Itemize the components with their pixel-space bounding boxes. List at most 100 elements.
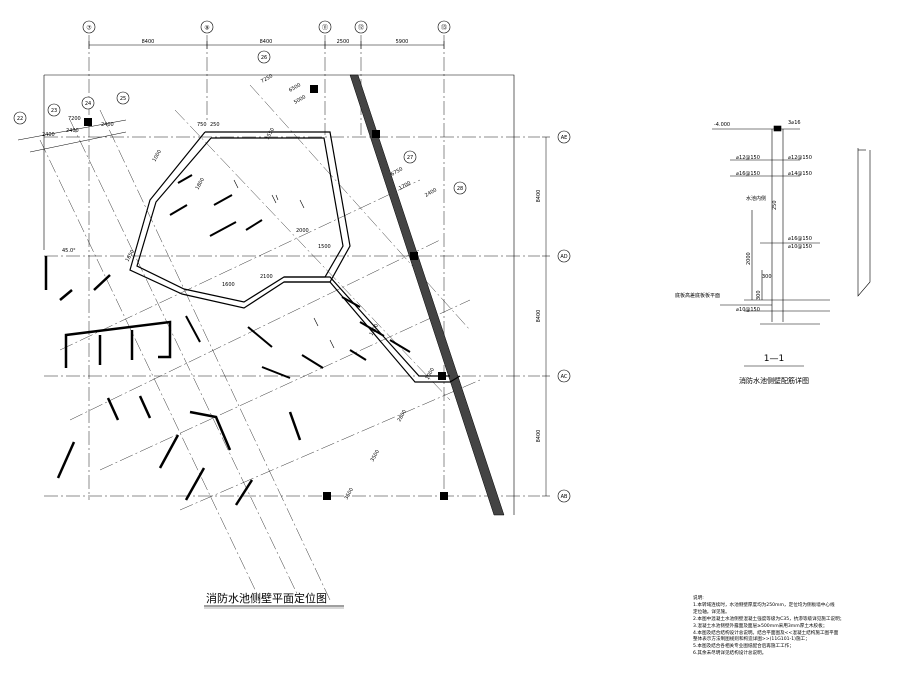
rebar-label-2: ⌀12@150: [788, 155, 812, 161]
angle-label: 45.0°: [62, 248, 76, 254]
top-dim-2: 8400: [260, 39, 273, 45]
plan-frame: [44, 74, 515, 515]
rebar-label-5: ⌀16@150: [788, 236, 812, 242]
rebar-label-6: ⌀10@150: [788, 244, 812, 250]
skew-axis-bubbles: [13, 50, 467, 195]
note-line: 3.混凝土水池侧壁外露面及面层≥500mm采用3mm厚土木胶板；: [693, 623, 828, 629]
axis-label-ae: AE: [561, 135, 568, 141]
svg-text:5000: 5000: [293, 94, 307, 106]
svg-text:1600: 1600: [222, 282, 235, 288]
rebar-label-1: ⌀12@150: [736, 155, 760, 161]
axis-label-11: ⑪: [322, 24, 328, 32]
detail-dim-2: 2000: [746, 252, 752, 265]
svg-text:2800: 2800: [397, 409, 409, 423]
inner-side-label: 水池内侧: [746, 195, 766, 202]
diagonal-grid-lines: [39, 84, 481, 601]
axis-bubble-12: [354, 20, 368, 34]
svg-text:2400: 2400: [424, 187, 438, 199]
wall-segments: [169, 174, 411, 379]
axis-label-7: ⑦: [86, 25, 92, 32]
notes-header: 说明:: [693, 596, 704, 601]
design-notes: 说明: 1.本转域连续时，水池侧壁厚度均为250mm，定位均为侧板墙中心线 定位…: [693, 596, 893, 658]
skew-axis-24: 24: [85, 101, 91, 107]
svg-text:1700: 1700: [398, 180, 412, 192]
left-dim-3: 2400: [101, 122, 114, 128]
skew-axis-23: 23: [51, 108, 57, 114]
right-dim-3: 8400: [536, 430, 542, 443]
columns: [84, 85, 448, 500]
lower-walls: [44, 256, 302, 506]
slab-label: 底板高差底板板平面: [675, 292, 720, 299]
note-line: 1.本转域连续时，水池侧壁厚度均为250mm，定位均为侧板墙中心线: [693, 602, 835, 608]
svg-text:2000: 2000: [296, 228, 309, 234]
top-bar-label: 3⌀16: [788, 120, 801, 126]
svg-text:1800: 1800: [195, 177, 207, 191]
section-marks: [233, 179, 335, 349]
top-dim-4: 5900: [396, 39, 409, 45]
svg-text:750: 750: [197, 122, 207, 128]
svg-text:7250: 7250: [260, 73, 274, 85]
note-line: 4.本图及结合结构设计总说明。结合平面图及<<混凝土结构施工图平面: [693, 630, 839, 636]
left-dim-2: 2400: [66, 128, 79, 134]
right-dimension-chain: [542, 136, 550, 497]
detail-dim-4: 300: [756, 290, 762, 300]
floor-plan: [39, 35, 540, 601]
svg-text:6500: 6500: [288, 82, 302, 94]
svg-text:1000: 1000: [152, 149, 164, 163]
svg-text:3500: 3500: [370, 449, 382, 463]
detail-title: 消防水池侧壁配筋详图: [739, 376, 809, 385]
svg-text:1500: 1500: [318, 244, 331, 250]
note-line: 2.本图中混凝土水池侧壁混凝土强度等级为C35，抗渗等级详见施工说明；: [693, 616, 845, 622]
elevation-label: -4.000: [714, 122, 730, 128]
top-dimension-chain: [88, 41, 445, 49]
skew-axis-28: 28: [457, 186, 463, 192]
axis-label-9: ⑨: [204, 25, 209, 32]
wall-dimensions: 7250 6500 5000 2000 1500 2100 1600 1650 …: [125, 73, 438, 501]
top-dim-3: 2500: [337, 39, 350, 45]
note-line: 6.其余未尽明详见结构设计总说明。: [693, 651, 767, 657]
axis-label-ad: AD: [560, 254, 567, 260]
note-line: 定位轴。详见施。: [693, 609, 730, 615]
axis-bubble-7: [82, 20, 96, 34]
axis-bubble-9: [200, 20, 214, 34]
skew-axis-25: 25: [120, 96, 126, 102]
detail-dim-3: 300: [762, 274, 772, 280]
note-line: 整体表示方法制图规则和构造详图>>(11G101-1)施工；: [693, 637, 810, 643]
right-axis-bubbles: [557, 130, 571, 503]
skew-axis-26: 26: [261, 55, 267, 61]
skew-axis-27: 27: [407, 155, 413, 161]
rebar-label-7: ⌀10@150: [736, 307, 760, 313]
svg-text:6750: 6750: [390, 166, 404, 178]
svg-text:1100: 1100: [369, 323, 381, 337]
svg-text:1550: 1550: [265, 127, 277, 141]
axis-label-12: ⑫: [358, 24, 364, 32]
axis-bubble-13: [437, 20, 451, 34]
left-dim-1: 2400: [42, 132, 55, 138]
section-label: 1—1: [764, 354, 784, 364]
detail-dim-1: 250: [772, 200, 778, 210]
rebar-label-4: ⌀14@150: [788, 171, 812, 177]
top-dim-1: 8400: [142, 39, 155, 45]
skew-axis-22: 22: [17, 116, 23, 122]
axis-label-13: ⑬: [441, 24, 447, 32]
note-line: 5.本图及结合各相关专业图纸配合后再施工工作；: [693, 644, 794, 650]
svg-text:2100: 2100: [260, 274, 273, 280]
svg-text:250: 250: [210, 122, 220, 128]
svg-text:1650: 1650: [125, 249, 137, 263]
left-dimension-chain: [17, 119, 127, 153]
axis-label-ab: AB: [561, 494, 568, 500]
svg-text:1000: 1000: [425, 367, 437, 381]
pool-wall: [129, 131, 461, 383]
rebar-label-3: ⌀16@150: [736, 171, 760, 177]
plan-title: 消防水池侧壁平面定位图: [206, 591, 327, 605]
vertical-grid-lines: [88, 35, 445, 500]
axis-bubble-11: [318, 20, 332, 34]
diagonal-beam: [349, 74, 505, 516]
right-dim-2: 8400: [536, 310, 542, 323]
top-axis-bubbles: [82, 20, 451, 34]
svg-text:3500: 3500: [344, 487, 356, 501]
right-dim-1: 8400: [536, 190, 542, 203]
section-detail: [712, 125, 871, 325]
axis-label-ac: AC: [561, 374, 568, 380]
